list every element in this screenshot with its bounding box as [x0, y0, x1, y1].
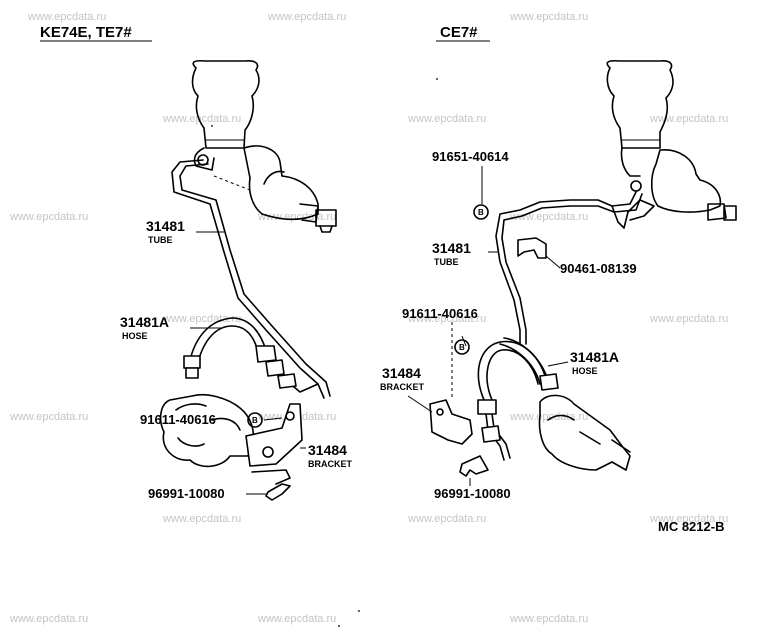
watermark: www.epcdata.ru	[257, 211, 336, 223]
left-section: KE74E, TE7#	[40, 24, 353, 501]
left-slave-cylinder-drawing	[159, 393, 303, 485]
right-bolt-mid-marker-circle	[454, 339, 470, 355]
right-clip-part-number: 96991-10080	[434, 486, 511, 501]
watermark: www.epcdata.ru	[509, 411, 588, 423]
left-tube-part-number: 31481	[146, 218, 185, 234]
watermark-layer: www.epcdata.ru www.epcdata.ru www.epcdat…	[9, 11, 728, 625]
right-bolt-top-part-number: 91651-40614	[432, 149, 509, 164]
left-tube-label: TUBE	[148, 235, 173, 245]
watermark: www.epcdata.ru	[407, 513, 486, 525]
watermark: www.epcdata.ru	[9, 211, 88, 223]
right-leader-lines	[407, 166, 569, 486]
right-master-cylinder-drawing	[606, 59, 737, 221]
right-clip-drawing	[459, 455, 489, 477]
left-hose-part-number: 31481A	[120, 314, 169, 330]
left-bracket-part-number: 31484	[308, 442, 347, 458]
watermark: www.epcdata.ru	[9, 411, 88, 423]
right-hose-drawing	[477, 340, 559, 461]
watermark: www.epcdata.ru	[509, 613, 588, 625]
right-bolt-top-marker-circle	[473, 204, 489, 220]
left-bolt-marker: B	[252, 416, 258, 425]
watermark: www.epcdata.ru	[267, 11, 346, 23]
left-hose-drawing	[183, 317, 297, 389]
left-clip-drawing	[265, 483, 291, 501]
right-bolt-top-marker: B	[478, 208, 484, 217]
watermark: www.epcdata.ru	[649, 113, 728, 125]
left-bracket-label: BRACKET	[308, 459, 353, 469]
watermark: www.epcdata.ru	[9, 613, 88, 625]
left-hose-label: HOSE	[122, 331, 148, 341]
watermark: www.epcdata.ru	[509, 11, 588, 23]
right-hose-label: HOSE	[572, 366, 598, 376]
right-slave-cylinder-drawing	[538, 394, 631, 471]
right-section: CE7#	[380, 24, 737, 501]
left-bolt-part-number: 91611-40616	[140, 412, 216, 427]
right-clamp-part-number: 90461-08139	[560, 261, 637, 276]
watermark: www.epcdata.ru	[27, 11, 106, 23]
watermark: www.epcdata.ru	[649, 513, 728, 525]
right-bolt-mid-marker: B	[459, 343, 465, 352]
right-tube-part-number: 31481	[432, 240, 471, 256]
right-bracket-label: BRACKET	[380, 382, 425, 392]
scan-specks	[211, 78, 438, 627]
right-bolt-mid-part-number: 91611-40616	[402, 306, 478, 321]
right-clamp-drawing	[517, 237, 547, 259]
right-tube-label: TUBE	[434, 257, 459, 267]
diagram-reference-code: MC 8212-B	[658, 519, 724, 534]
watermark: www.epcdata.ru	[257, 613, 336, 625]
right-bracket-bolt	[436, 408, 444, 416]
watermark: www.epcdata.ru	[407, 313, 486, 325]
left-bolt-marker-circle	[247, 412, 263, 428]
watermark: www.epcdata.ru	[649, 313, 728, 325]
left-master-cylinder-drawing	[191, 59, 337, 233]
right-section-header: CE7#	[440, 24, 478, 41]
watermark: www.epcdata.ru	[162, 113, 241, 125]
right-bracket-drawing	[429, 399, 473, 445]
watermark: www.epcdata.ru	[162, 513, 241, 525]
right-bracket-part-number: 31484	[382, 365, 421, 381]
left-section-header: KE74E, TE7#	[40, 24, 132, 41]
right-hose-part-number: 31481A	[570, 349, 619, 365]
watermark: www.epcdata.ru	[162, 313, 241, 325]
left-clip-part-number: 96991-10080	[148, 486, 225, 501]
left-leader-lines	[190, 231, 306, 495]
watermark: www.epcdata.ru	[407, 113, 486, 125]
